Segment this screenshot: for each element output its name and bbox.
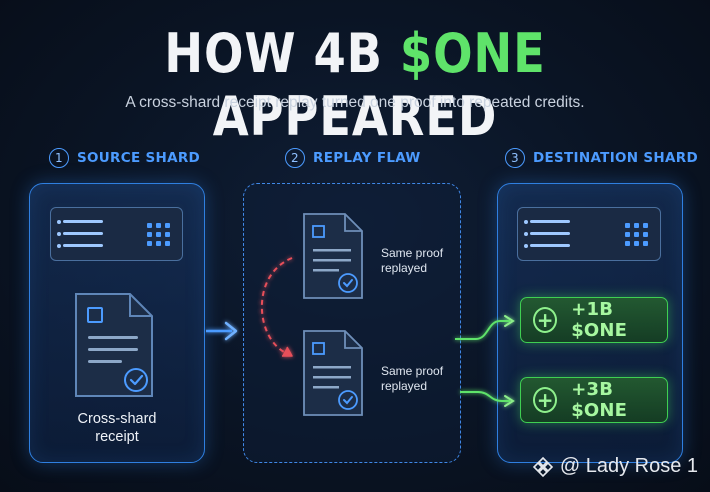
diamond-logo-icon	[532, 456, 553, 477]
step-number-2: 2	[285, 148, 305, 168]
credit-badge-1: + +1B $ONE	[520, 297, 668, 343]
plus-circle-icon: +	[533, 307, 558, 333]
plus-circle-icon: +	[533, 387, 558, 413]
receipt-label-line-2: receipt	[95, 429, 139, 445]
replay-label-1-line-1: Same proof	[381, 246, 444, 260]
title-part-2: APPEARED	[212, 85, 498, 148]
credit-amount-2: +3B $ONE	[571, 379, 628, 421]
credit-badge-2: + +3B $ONE	[520, 377, 668, 423]
step-label-source: SOURCE SHARD	[77, 150, 201, 166]
page-subtitle: A cross-shard receipt replay turned one …	[125, 94, 585, 111]
title-part-1: HOW 4B	[164, 22, 400, 85]
flaw-to-credit-2-arrow	[460, 391, 515, 407]
watermark-text: @ Lady Rose 1	[559, 455, 698, 477]
replayed-proof-document-icon-1	[303, 213, 363, 299]
replay-label-1-line-2: replayed	[381, 261, 428, 275]
page-title: HOW 4B $ONE APPEARED	[50, 22, 661, 148]
replay-label-2: Same proof replayed	[381, 364, 443, 394]
source-server-icon	[50, 207, 183, 261]
replay-label-2-line-2: replayed	[381, 379, 428, 393]
title-highlight: $ONE	[399, 22, 546, 85]
step-heading-destination: 3 DESTINATION SHARD	[505, 148, 698, 168]
step-label-flaw: REPLAY FLAW	[313, 150, 421, 166]
receipt-label-line-1: Cross-shard	[77, 411, 157, 427]
flaw-to-credit-1-arrow	[455, 315, 515, 340]
receipt-label: Cross-shard receipt	[29, 410, 205, 446]
replay-label-1: Same proof replayed	[381, 246, 443, 276]
step-number-1: 1	[49, 148, 69, 168]
step-heading-flaw: 2 REPLAY FLAW	[285, 148, 421, 168]
credit-amount-1: +1B $ONE	[571, 299, 628, 341]
replayed-proof-document-icon-2	[303, 330, 363, 416]
receipt-document-icon	[75, 293, 153, 397]
destination-server-icon	[517, 207, 661, 261]
replay-label-2-line-1: Same proof	[381, 364, 444, 378]
source-to-flaw-arrow	[206, 321, 238, 341]
step-label-destination: DESTINATION SHARD	[533, 150, 698, 166]
step-heading-source: 1 SOURCE SHARD	[49, 148, 200, 168]
replay-loop-arrow	[261, 257, 293, 357]
watermark: @ Lady Rose 1	[532, 455, 698, 478]
step-number-3: 3	[505, 148, 525, 168]
